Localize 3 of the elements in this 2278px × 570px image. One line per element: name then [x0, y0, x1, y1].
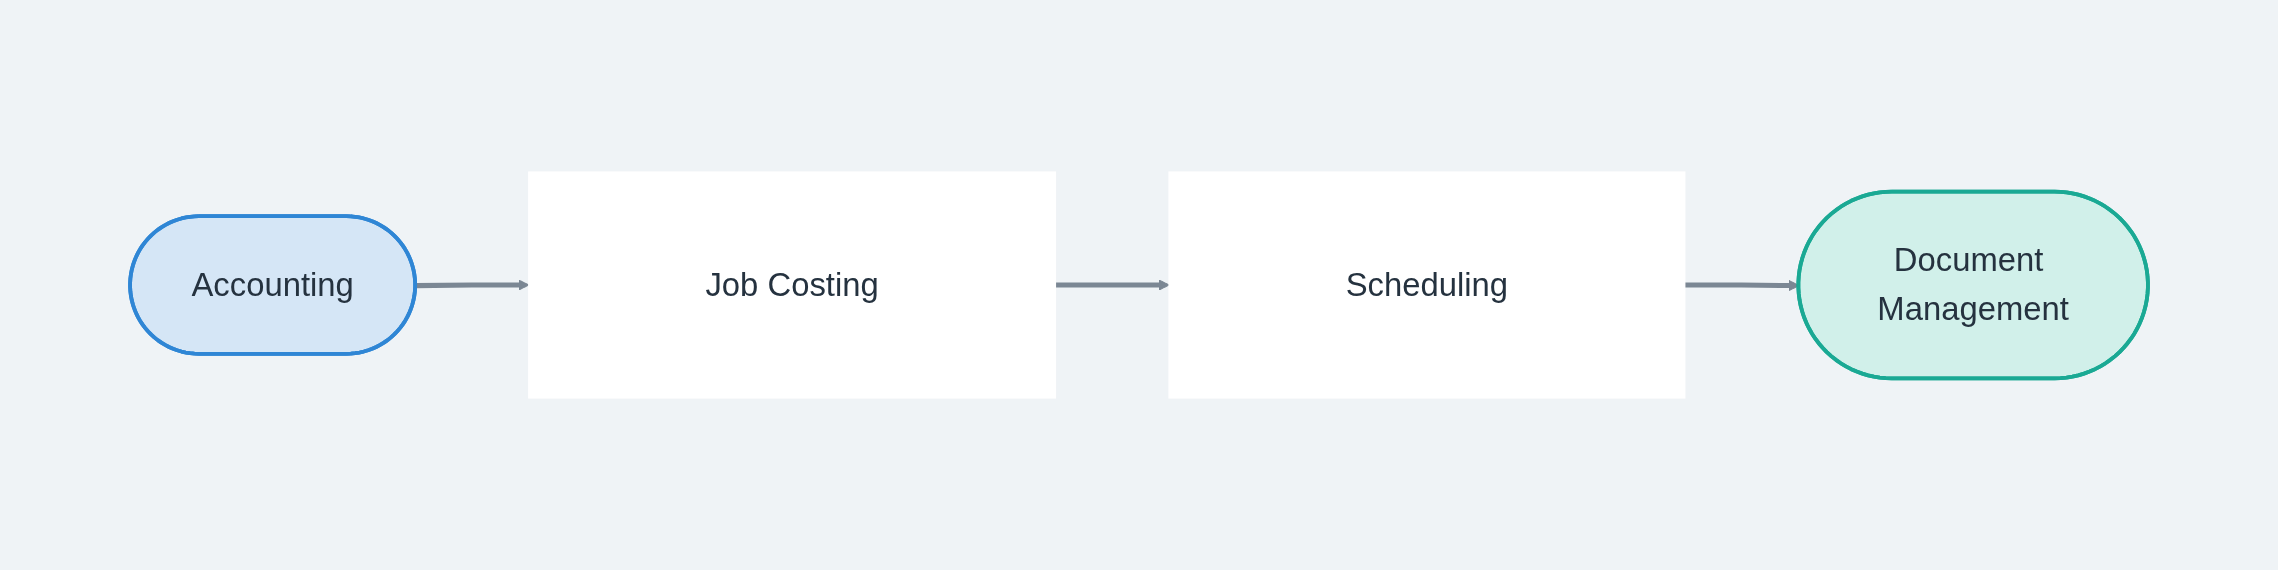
arrow [1055, 279, 1170, 291]
node-box: Scheduling [1168, 171, 1686, 399]
node-box: Job Costing [528, 171, 1057, 399]
